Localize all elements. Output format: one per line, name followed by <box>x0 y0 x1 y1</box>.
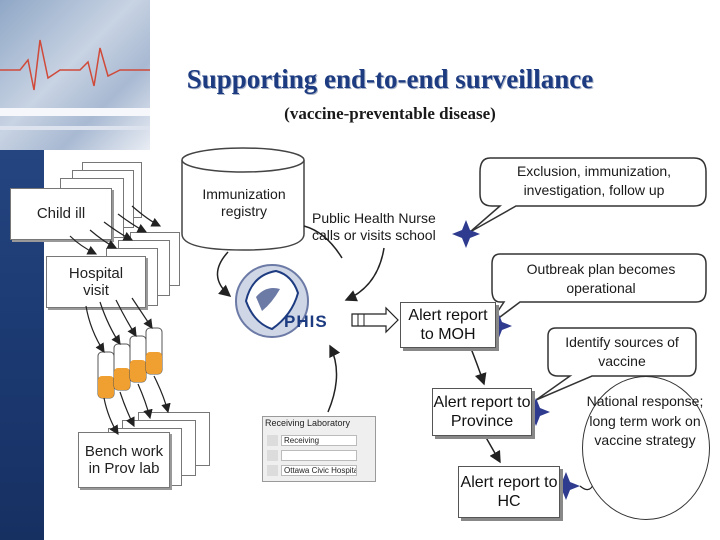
lab-form-row <box>267 450 357 461</box>
star-markers <box>452 220 580 500</box>
alert-province-box: Alert report to Province <box>432 388 532 436</box>
phis-to-moh-arrow <box>351 306 399 334</box>
alert-hc-box: Alert report to HC <box>458 466 560 518</box>
hospital-visit-card: Hospital visit <box>46 256 146 308</box>
identify-callout-text: Identify sources of vaccine <box>565 334 679 369</box>
slide-subtitle: (vaccine-preventable disease) <box>284 104 496 123</box>
child-ill-card: Child ill <box>10 188 112 240</box>
lab-form-row-label <box>267 465 278 476</box>
lab-form-row-value <box>281 450 357 461</box>
alert-moh-label: Alert report to MOH <box>408 306 488 343</box>
lab-form-row: Receiving <box>267 435 357 446</box>
registry-cylinder-shape <box>181 147 305 251</box>
outbreak-callout-shape <box>487 253 707 327</box>
lab-form-row: Ottawa Civic Hospital <box>267 465 357 476</box>
specimen-tubes <box>97 327 163 399</box>
child-ill-label: Child ill <box>36 205 86 223</box>
lab-form-header: Receiving Laboratory <box>265 418 351 428</box>
national-response-text: National response; long term work on vac… <box>586 393 704 449</box>
ecg-trace-graphic <box>0 39 150 130</box>
alert-province-label: Alert report to Province <box>433 393 531 430</box>
slide-title: Supporting end-to-end surveillance <box>186 64 594 94</box>
alert-hc-label: Alert report to HC <box>460 473 558 510</box>
outbreak-callout-text: Outbreak plan becomes operational <box>526 261 676 296</box>
exclusion-callout-text: Exclusion, immunization, investigation, … <box>516 163 672 198</box>
exclusion-callout-shape <box>469 157 707 233</box>
lab-form-row-value: Receiving <box>281 435 357 446</box>
lab-form-thumbnail: Receiving Laboratory Receiving Ottawa Ci… <box>262 416 376 482</box>
lab-form-row-label <box>267 435 278 446</box>
corner-photo <box>0 0 150 150</box>
lab-form-row-value: Ottawa Civic Hospital <box>281 465 357 476</box>
immunization-registry-label: Immunization registry <box>202 186 286 219</box>
public-health-nurse-label: Public Health Nurse calls or visits scho… <box>312 210 436 243</box>
national-response-ellipse <box>582 376 710 520</box>
identify-callout-shape <box>535 327 697 401</box>
alert-moh-box: Alert report to MOH <box>400 302 496 348</box>
hospital-visit-label: Hospital visit <box>68 264 124 299</box>
phis-logo-graphic <box>235 264 309 338</box>
lab-form-row-label <box>267 450 278 461</box>
bench-work-card: Bench work in Prov lab <box>78 432 170 488</box>
phis-logo-text: PHIS <box>284 312 328 331</box>
bench-work-label: Bench work in Prov lab <box>84 442 164 477</box>
